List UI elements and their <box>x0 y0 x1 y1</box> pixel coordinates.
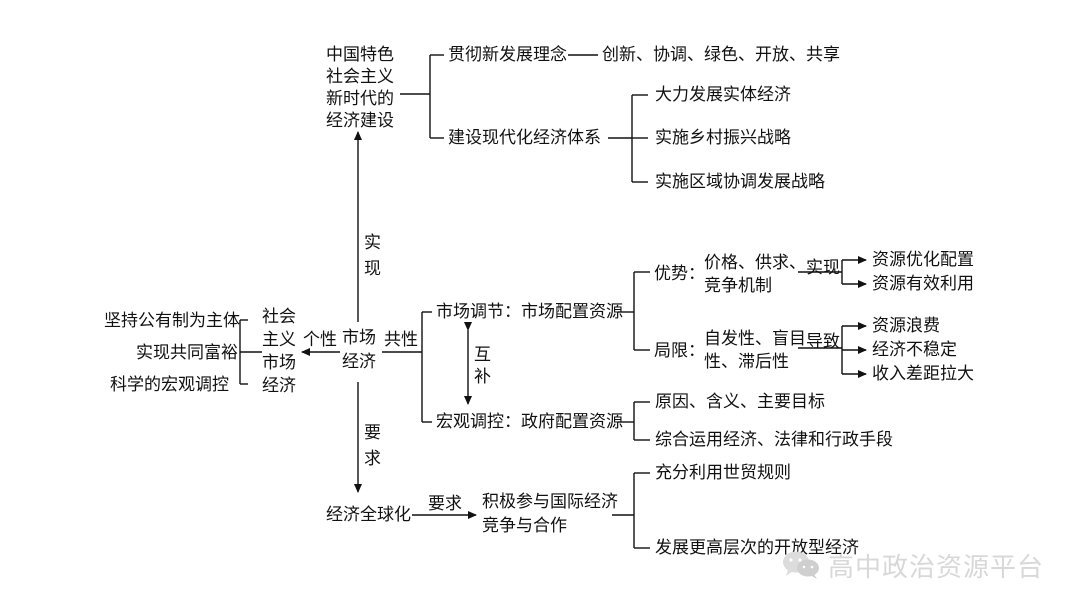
edge-label-lead: 导致 <box>806 332 840 352</box>
macro-item-reasons: 原因、含义、主要目标 <box>655 392 825 412</box>
wechat-icon <box>783 551 819 579</box>
macro-item-means: 综合运用经济、法律和行政手段 <box>655 430 893 450</box>
limit-label: 局限： <box>654 341 705 361</box>
concept-items: 创新、协调、绿色、开放、共享 <box>602 45 840 65</box>
advantage-result-optimize: 资源优化配置 <box>872 250 974 270</box>
new-era-economy-node: 中国特色 社会主义 新时代的 经济建设 <box>326 45 394 131</box>
limit-result-instability: 经济不稳定 <box>872 340 957 360</box>
edge-label-individuality: 个性 <box>303 330 337 350</box>
advantage-label: 优势： <box>654 264 705 284</box>
edge-label-require: 要求 <box>428 494 462 514</box>
left-item-public-ownership: 坚持公有制为主体 <box>104 311 240 331</box>
edge-label-require-down: 要 求 <box>364 423 381 469</box>
edge-label-realize: 实 现 <box>364 233 381 279</box>
economic-globalization-node: 经济全球化 <box>326 505 411 525</box>
participate-item-open-economy: 发展更高层次的开放型经济 <box>655 538 859 558</box>
advantage-result-efficient: 资源有效利用 <box>872 274 974 294</box>
market-economy-center-node: 市场 经济 <box>342 328 376 372</box>
modern-item-regional-coordination: 实施区域协调发展战略 <box>655 172 825 192</box>
socialist-market-economy-node: 社会 主义 市场 经济 <box>262 307 296 396</box>
limit-text: 自发性、盲目 性、滞后性 <box>704 329 806 372</box>
limit-result-income-gap: 收入差距拉大 <box>872 364 974 384</box>
modern-item-rural-revitalization: 实施乡村振兴战略 <box>655 128 791 148</box>
watermark: 高中政治资源平台 <box>780 545 1044 585</box>
limit-result-waste: 资源浪费 <box>872 316 940 336</box>
participate-node: 积极参与国际经济 竞争与合作 <box>482 492 618 536</box>
edge-label-commonality: 共性 <box>384 330 418 350</box>
edge-label-complement: 互 补 <box>474 345 491 387</box>
new-development-concept: 贯彻新发展理念 <box>448 45 567 65</box>
modern-item-real-economy: 大力发展实体经济 <box>655 85 791 105</box>
modern-economic-system: 建设现代化经济体系 <box>448 128 601 148</box>
watermark-text: 高中政治资源平台 <box>828 552 1045 583</box>
edge-label-realize-2: 实现 <box>806 258 840 278</box>
market-regulation-node: 市场调节：市场配置资源 <box>436 302 623 322</box>
participate-item-wto: 充分利用世贸规则 <box>655 463 791 483</box>
left-item-macro-control: 科学的宏观调控 <box>110 375 229 395</box>
advantage-text: 价格、供求、 竞争机制 <box>704 253 806 296</box>
macro-regulation-node: 宏观调控：政府配置资源 <box>436 412 623 432</box>
left-item-common-prosperity: 实现共同富裕 <box>136 343 238 363</box>
